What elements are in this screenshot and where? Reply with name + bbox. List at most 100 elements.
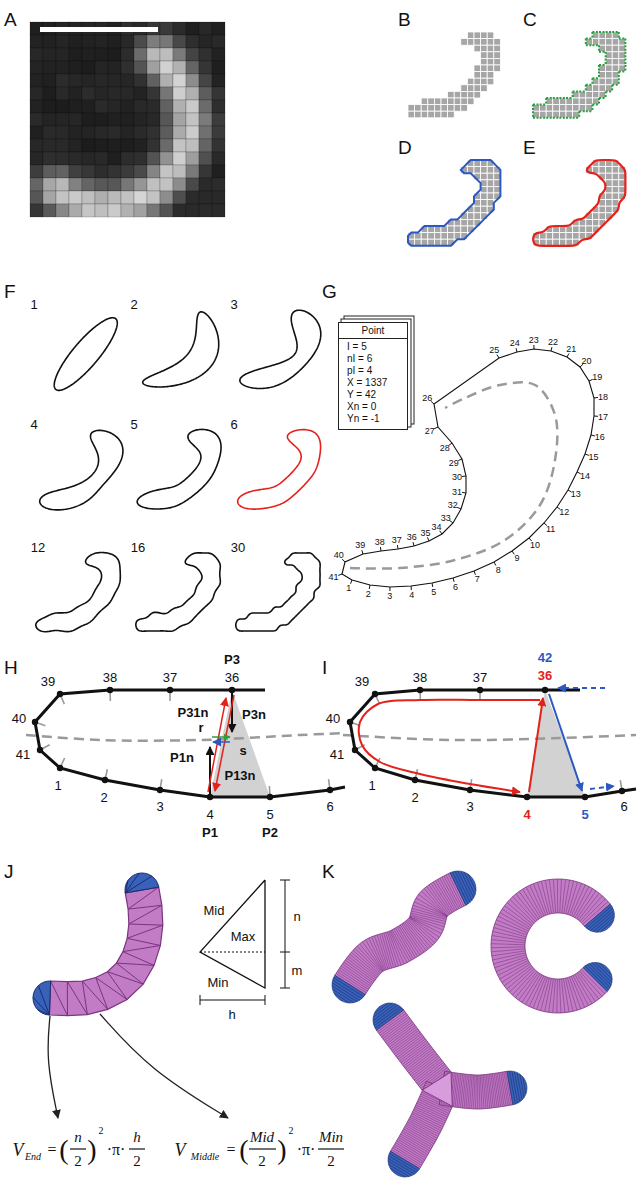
pixel (95, 48, 108, 61)
pixel (212, 100, 225, 113)
microscopy-image (30, 22, 225, 217)
pixel (134, 113, 147, 126)
midline (26, 733, 345, 741)
pixel (95, 35, 108, 48)
pixel (43, 61, 56, 74)
pixel (56, 113, 69, 126)
pixel (212, 191, 225, 204)
dimension-label: Max (231, 930, 256, 943)
pixel (481, 193, 488, 200)
pixel (82, 100, 95, 113)
harmonic-count: 30 (231, 541, 245, 554)
point-tick (589, 379, 593, 381)
point-tick (585, 454, 589, 455)
pixel (474, 167, 481, 174)
pixel (121, 139, 134, 152)
pixel (30, 126, 43, 139)
pixel (421, 111, 428, 118)
contour-point (102, 777, 108, 783)
pixel (461, 219, 468, 226)
pixel (147, 113, 160, 126)
pixel (173, 204, 186, 217)
contour-point (107, 687, 113, 693)
point-index: 17 (598, 412, 608, 421)
pixel (69, 100, 82, 113)
point-tick (594, 416, 598, 417)
pixel (69, 139, 82, 152)
pixel (212, 22, 225, 35)
pixel (487, 173, 494, 180)
pixel (147, 48, 160, 61)
point-index: 5 (581, 808, 588, 821)
pixel (43, 35, 56, 48)
pixel (586, 226, 593, 233)
pixel (30, 48, 43, 61)
point-index: 34 (432, 522, 442, 531)
point-tick (338, 574, 342, 575)
pixel (43, 204, 56, 217)
pixel (108, 126, 121, 139)
dimension-label: h (228, 1008, 235, 1021)
pixel (454, 105, 461, 112)
dimension-tick (280, 880, 290, 881)
dimension-line (285, 880, 286, 988)
pixel (454, 226, 461, 233)
pixel (160, 165, 173, 178)
pixel (160, 152, 173, 165)
vector-name: P13n (224, 769, 255, 782)
point-tick (494, 562, 496, 566)
end-cap (125, 873, 159, 893)
pixel (30, 113, 43, 126)
pixel (487, 167, 494, 174)
cell-body (335, 873, 466, 995)
vector-name: P1n (170, 751, 194, 764)
pixel (186, 100, 199, 113)
pixel (108, 74, 121, 87)
pixel (612, 39, 619, 46)
pixel (147, 165, 160, 178)
pixel (481, 173, 488, 180)
point-index: 15 (588, 453, 598, 462)
pixel (566, 226, 573, 233)
pixel (494, 39, 501, 46)
point-tick (413, 542, 414, 546)
pixel (612, 58, 619, 65)
junction-triangle (422, 1072, 452, 1106)
point-index: 3 (156, 800, 163, 813)
pixel (467, 85, 474, 92)
smooth-outline (533, 160, 625, 246)
harmonic-count: 2 (130, 298, 137, 311)
contour-point (267, 794, 273, 800)
split-path (359, 700, 540, 792)
pixel (212, 178, 225, 191)
point-index: 14 (580, 471, 590, 480)
fourier-outline (36, 553, 121, 632)
pixel (121, 165, 134, 178)
pixel (481, 52, 488, 59)
pixel (566, 233, 573, 240)
point-index: 1 (346, 584, 351, 593)
point-index: 9 (515, 554, 520, 563)
indexed-contour (338, 345, 598, 591)
pointer-arrow (100, 1014, 228, 1118)
pixel (173, 139, 186, 152)
contour-point (467, 787, 473, 793)
pixel (421, 105, 428, 112)
pixel (43, 74, 56, 87)
pixel (56, 74, 69, 87)
pixel (56, 35, 69, 48)
contour-point (417, 687, 423, 693)
point-name: P2 (262, 826, 278, 839)
point-index: 25 (489, 346, 499, 355)
pixel (69, 87, 82, 100)
pixel (199, 48, 212, 61)
pixel (461, 85, 468, 92)
pixel (199, 61, 212, 74)
pixel (134, 61, 147, 74)
pixel (573, 226, 580, 233)
pixel (186, 113, 199, 126)
cap-mesh (33, 986, 49, 1015)
pixel (487, 58, 494, 65)
body-mesh (335, 873, 466, 995)
